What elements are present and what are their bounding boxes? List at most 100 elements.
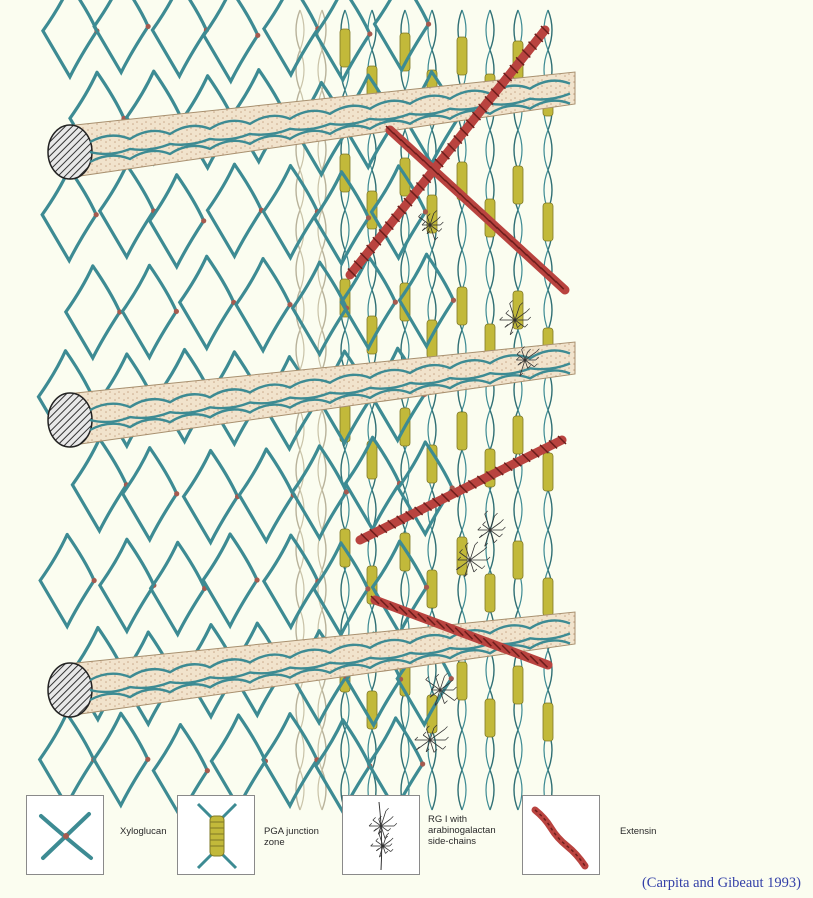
xyloglucan-chain [293,262,347,354]
rg1-branch [422,222,425,225]
xyloglucan-chain [263,714,317,806]
rg1-branch [415,737,418,740]
xyloglucan-chain [42,169,96,261]
xyloglucan-chain [180,256,234,348]
citation: (Carpita and Gibeaut 1993) [642,875,801,892]
xyloglucan-chain [263,166,317,258]
rg1-branch [487,557,490,560]
crosslink-node [393,300,398,305]
xyloglucan-chain [100,539,154,631]
crosslink-node [365,586,370,591]
rg1-branch [525,324,528,327]
rg1-branch [444,701,447,704]
xyloglucan-chain [66,266,120,358]
pga-junction-zone [543,453,553,491]
pga-junction-zone [513,416,523,454]
rg1-branch [439,228,442,231]
xyloglucan-chain [72,439,126,531]
pga-junction-zone [457,537,467,575]
rg1-branch [446,737,449,740]
rg1-branch [376,838,378,840]
legend-label-xyloglucan: Xyloglucan [120,826,166,837]
xyloglucan-icon [27,796,105,876]
legend-rg1 [342,795,420,875]
legend-label-pga-line1: PGA junction [264,826,319,837]
crosslink-node [423,209,428,214]
rg1-branch [390,844,392,846]
rg1-icon [343,796,421,876]
xyloglucan-chain [122,265,176,357]
crosslink-node [92,578,97,583]
cellulose-microfibril-icon [48,663,92,717]
rg1-branch [502,527,505,530]
rg1-branch [443,746,446,749]
pga-junction-zone [513,541,523,579]
rg1-branch [501,519,504,522]
legend-label-rg1-line3: side-chains [428,836,476,847]
xyloglucan-chain [40,714,94,806]
rg1-branch [500,317,503,320]
xyloglucan-chain [100,165,154,257]
xyloglucan-chain [203,534,257,626]
crosslink-node [426,21,431,26]
extensin-strand [360,440,562,540]
cellulose-microfibrils [48,72,575,717]
pga-junction-zone [457,37,467,75]
xyloglucan-chain [211,715,265,807]
rg1-branch [506,310,509,313]
rg1-branch [437,217,440,220]
crosslink-node [174,309,179,314]
rg1-branch [444,726,447,729]
pga-junction-zone [457,287,467,325]
pga-junction-zone [457,662,467,700]
legend-pga-junction [177,795,255,875]
xyloglucan-chain [94,713,148,805]
pga-junction-zone [340,29,350,67]
rg1-branch [386,808,389,811]
crosslink-node [254,577,259,582]
xyloglucan-chain [40,535,94,627]
rg1-branch [385,851,387,853]
rg1-branch [482,566,485,569]
xyloglucan-chain [43,0,97,77]
legend-label-extensin: Extensin [620,826,656,837]
crosslink-node [94,212,99,217]
cellulose-microfibril-icon [48,125,92,179]
rg1-branch [528,317,531,320]
crosslink-node [174,491,179,496]
rg1-branch [394,823,397,826]
pga-junction-zone [427,195,437,233]
crosslink-node [449,676,454,681]
rg1-branch [373,817,376,820]
pga-junction-zone [543,203,553,241]
rg1-branch [444,673,447,676]
crosslink-node [424,585,429,590]
xyloglucan-chain [236,259,290,351]
pectin-strand [544,10,548,810]
pga-junction-icon [178,796,256,876]
xyloglucan-chain [151,542,205,634]
crosslink-node [205,768,210,773]
rg1-branch [475,542,478,545]
xyloglucan-chain [150,175,204,267]
rg1-branch [391,838,393,840]
rg1-branch [388,828,391,831]
xyloglucan-chain [184,451,238,543]
rg1-branch [494,540,497,543]
xyloglucan-chain [204,0,258,81]
rg1-branch [495,513,498,516]
rg1-branch [369,823,372,826]
rg1-branch [440,222,443,225]
cellulose-microfibril-icon [48,393,92,447]
crosslink-node [366,215,371,220]
rg1-branch [500,534,503,537]
xyloglucan-chain [264,0,318,75]
rg1-branch [478,527,481,530]
crosslink-node [255,33,260,38]
legend-extensin [522,795,600,875]
rg1-branch [470,550,484,560]
crosslink-node [201,218,206,223]
pga-junction-zone [485,574,495,612]
rg1-branch [423,732,426,735]
